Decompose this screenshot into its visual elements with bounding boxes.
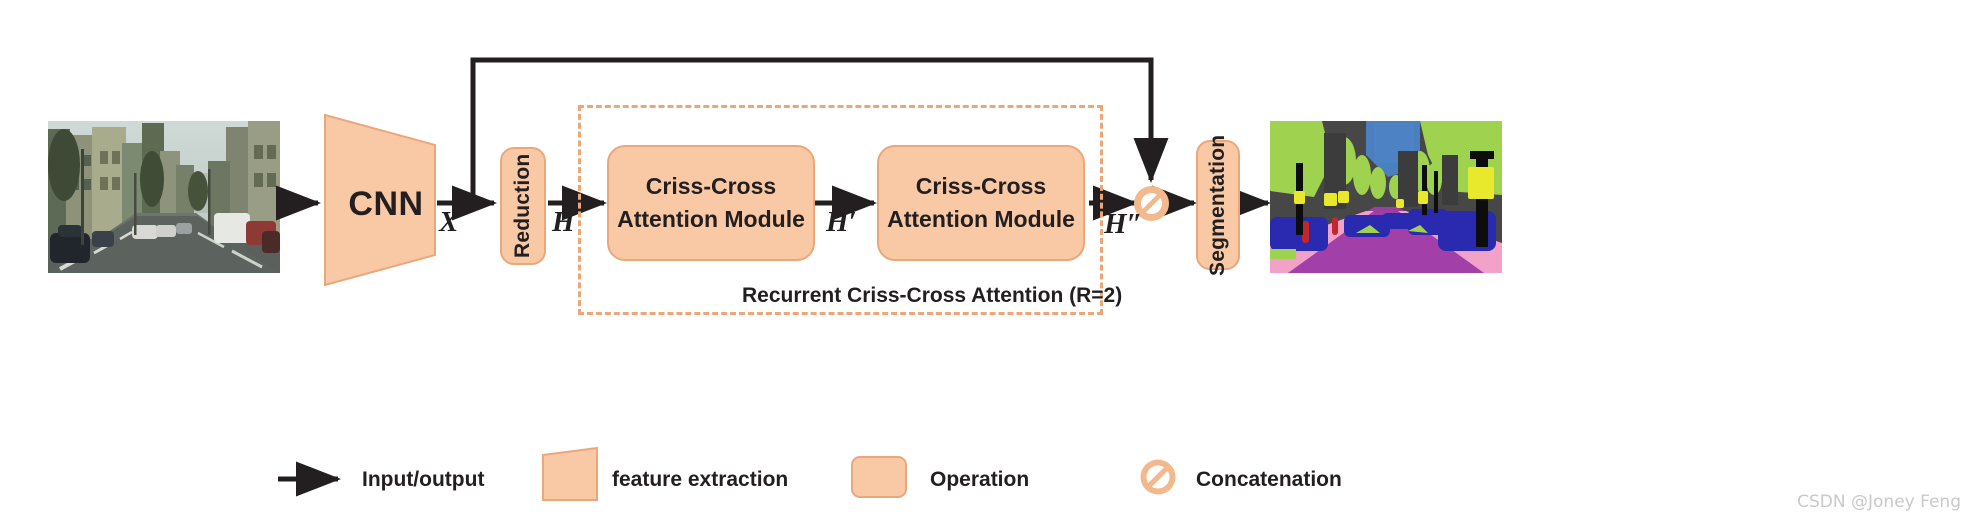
legend-label-feature-extraction: feature extraction [612,468,789,491]
tensor-label-h-prime: H′ [826,206,857,238]
legend-trapezoid-icon [542,446,598,501]
tensor-label-h-double-prime: H″ [1104,208,1143,240]
legend-label-operation: Operation [930,468,1030,491]
recurrent-group-caption: Recurrent Criss-Cross Attention (R=2) [742,284,1123,307]
cca1-line2: Attention Module [617,206,805,232]
watermark-text: CSDN @Joney Feng [1797,492,1961,512]
segmentation-block[interactable]: Segmentation [1196,134,1240,276]
reduction-label: Reduction [510,153,534,259]
segmentation-label: Segmentation [1205,134,1229,276]
criss-cross-attention-module-1[interactable]: Criss-Cross Attention Module [607,145,815,261]
legend-rounded-rect-icon [851,456,907,498]
input-image [48,121,280,273]
recurrent-group-box [578,105,1103,315]
cca2-line2: Attention Module [887,206,1075,232]
reduction-block[interactable]: Reduction [500,147,546,265]
criss-cross-attention-module-2[interactable]: Criss-Cross Attention Module [877,145,1085,261]
legend-label-concatenation: Concatenation [1196,468,1342,491]
cnn-label: CNN [348,185,424,223]
tensor-label-x: X [439,206,459,238]
output-segmentation-image [1270,121,1502,273]
tensor-label-h: H [552,206,575,238]
cca1-line1: Criss-Cross [645,172,777,199]
legend-label-input-output: Input/output [362,468,485,491]
legend-concatenation-icon [1139,458,1177,496]
concatenation-icon[interactable] [1134,186,1169,221]
cca2-line1: Criss-Cross [915,172,1047,199]
